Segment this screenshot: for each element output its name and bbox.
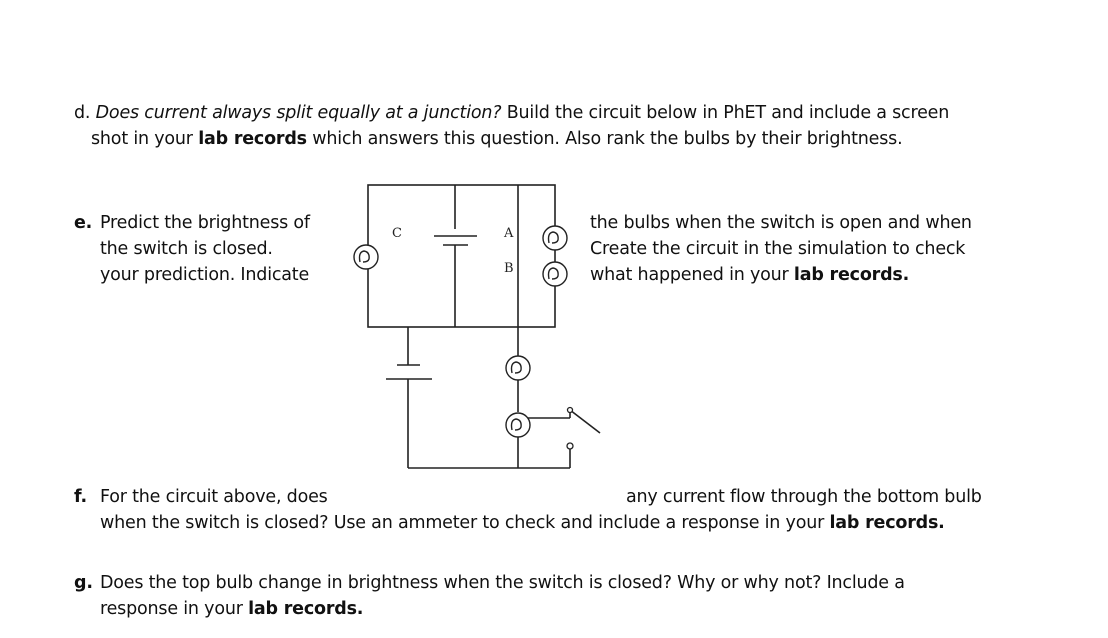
question-d-italic: Does current always split equally at a j…: [95, 103, 502, 123]
question-g-line2-a: response in your: [100, 599, 243, 619]
question-f-line1-b: any current flow through the bottom bulb: [626, 487, 982, 507]
question-e-left-line1: Predict the brightness of: [100, 213, 310, 233]
question-e-right-line3: what happened in your lab records.: [590, 262, 909, 288]
question-d-line1-rest: Build the circuit below in PhET and incl…: [506, 103, 950, 123]
question-g-line2: response in your lab records.: [100, 596, 363, 622]
question-e-right-line3-a: what happened in your: [590, 265, 789, 285]
question-g-marker: g.: [74, 573, 93, 593]
question-f-lab-records: lab records.: [829, 513, 945, 533]
bulb-c: [353, 244, 379, 270]
bulb-top-bottom-branch: [505, 355, 531, 381]
question-d-lab-records: lab records: [198, 129, 307, 149]
bulb-a: [542, 225, 568, 251]
question-d-marker: d.: [74, 103, 91, 123]
question-e-right-line1: the bulbs when the switch is open and wh…: [590, 213, 972, 233]
question-e-left-line3: your prediction. Indicate: [100, 265, 310, 285]
question-e-left-line2: the switch is closed.: [100, 239, 273, 259]
question-g-line1: Does the top bulb change in brightness w…: [100, 573, 905, 593]
upper-loop-wire: [367, 184, 556, 328]
question-e-right-line2: Create the circuit in the simulation to …: [590, 239, 966, 259]
question-f-line1-a: For the circuit above, does: [100, 487, 328, 507]
circuit-label-a: A: [503, 226, 514, 241]
question-d-line2: shot in your lab records which answers t…: [91, 126, 903, 152]
bulb-b: [542, 261, 568, 287]
circuit-label-c: C: [392, 226, 402, 241]
question-f-line2: when the switch is closed? Use an ammete…: [100, 510, 945, 536]
switch-pivot: [566, 406, 574, 414]
question-e-marker: e.: [74, 213, 93, 233]
question-g-lab-records: lab records.: [248, 599, 364, 619]
question-e-lab-records: lab records.: [793, 265, 910, 285]
question-d-line2-b: which answers this question. Also rank t…: [312, 129, 903, 149]
switch-contact: [566, 442, 574, 450]
question-d-line2-a: shot in your: [91, 129, 193, 149]
switch-blade: [569, 409, 601, 434]
question-f-line2-a: when the switch is closed? Use an ammete…: [100, 513, 825, 533]
circuit-label-b: B: [504, 261, 514, 276]
question-f-marker: f.: [74, 487, 87, 507]
question-d-line1: d. Does current always split equally at …: [74, 100, 949, 126]
bulb-bottom: [505, 412, 531, 438]
